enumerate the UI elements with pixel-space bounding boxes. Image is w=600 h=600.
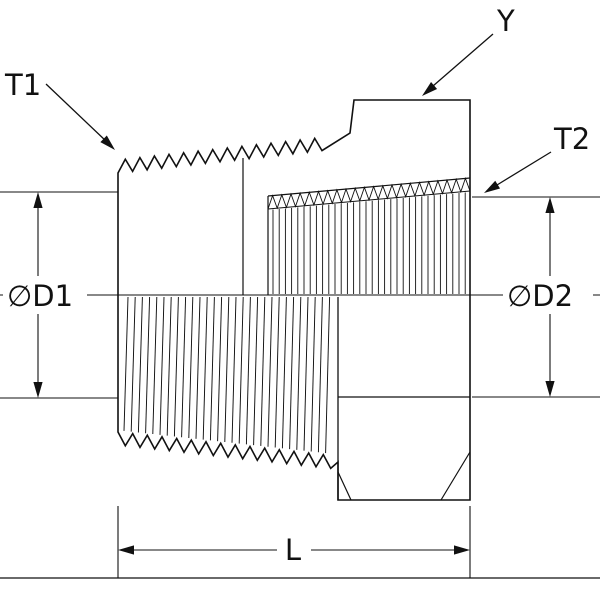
label-d1: ∅D1 [7, 279, 73, 313]
label-d2-mask [503, 276, 593, 314]
label-t1: T1 [4, 68, 41, 102]
label-y: Y [496, 4, 515, 38]
dim-d2 [472, 196, 600, 398]
label-d1-mask [3, 276, 87, 314]
label-d2: ∅D2 [507, 279, 573, 313]
dim-length [117, 506, 471, 578]
leader-t1 [45, 83, 115, 150]
labels: ∅D1 ∅D2 L T1 Y T2 [3, 4, 593, 567]
label-length-mask [277, 534, 311, 566]
label-length: L [285, 533, 301, 567]
leader-y [422, 33, 494, 96]
hex-section [337, 297, 471, 501]
dim-d1 [0, 191, 118, 399]
part-outline [117, 99, 471, 501]
female-thread [242, 158, 471, 295]
leader-t2 [484, 151, 552, 193]
male-thread [123, 296, 331, 454]
label-t2: T2 [553, 122, 590, 156]
